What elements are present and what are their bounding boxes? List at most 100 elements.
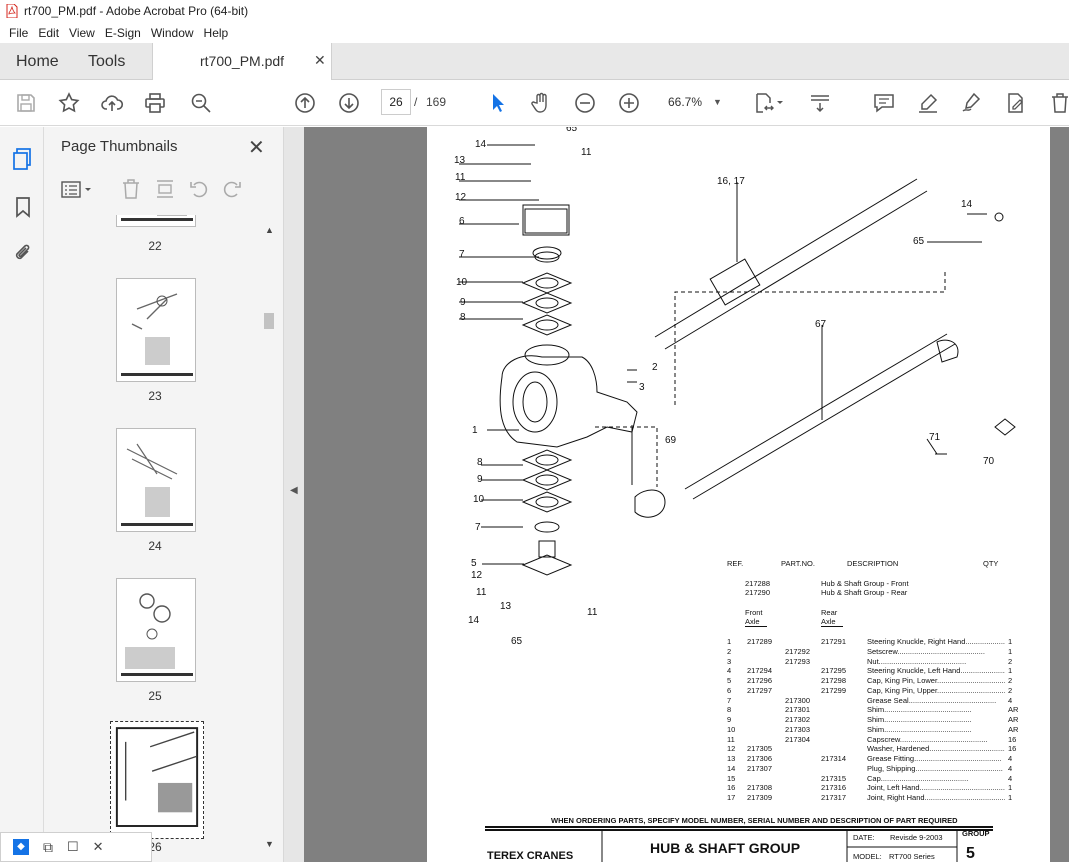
parts-row-qty: 1	[1008, 647, 1012, 656]
tab-document-label: rt700_PM.pdf	[200, 53, 284, 69]
rotate-right-icon[interactable]	[221, 177, 243, 201]
highlight-pen-icon[interactable]	[916, 91, 940, 115]
parts-row-qty: AR	[1008, 715, 1018, 724]
parts-row-desc: Grease Fitting..........................…	[867, 754, 1005, 763]
parts-row-qty: 4	[1008, 754, 1012, 763]
page-title: HUB & SHAFT GROUP	[650, 840, 800, 856]
hand-tool-icon[interactable]	[529, 91, 553, 115]
panel-toolbar	[44, 175, 284, 205]
tab-document[interactable]: rt700_PM.pdf ✕	[152, 43, 332, 81]
parts-row-desc: Steering Knuckle, Left Hand.............…	[867, 666, 1005, 675]
parts-row-ref: 14	[727, 764, 735, 773]
tab-home[interactable]: Home	[16, 43, 59, 80]
title-bar: rt700_PM.pdf - Adobe Acrobat Pro (64-bit…	[0, 0, 1069, 22]
footer-note: WHEN ORDERING PARTS, SPECIFY MODEL NUMBE…	[551, 816, 958, 825]
panel-collapse-bar[interactable]: ◀	[284, 127, 304, 862]
parts-row-desc: Grease Seal.............................…	[867, 696, 1005, 705]
parts-row-ref: 9	[727, 715, 731, 724]
collapse-arrow-icon[interactable]: ◀	[290, 485, 298, 496]
thumbnail-scrollbar[interactable]: ▲ ▼	[262, 219, 276, 859]
zoom-level-select[interactable]: 66.7% ▼	[655, 89, 730, 115]
page-fit-dropdown-icon[interactable]	[775, 91, 785, 115]
date-value: Revisde 9-2003	[890, 833, 943, 842]
toolbar	[0, 80, 1069, 126]
page-separator: /	[414, 95, 417, 109]
parts-row-ref: 5	[727, 676, 731, 685]
parts-row-ref: 10	[727, 725, 735, 734]
close-panel-icon[interactable]: ✕	[248, 135, 265, 160]
parts-row-desc: Washer, Hardened........................…	[867, 744, 1005, 753]
parts-row-qty: 1	[1008, 793, 1012, 802]
parts-row-ref: 13	[727, 754, 735, 763]
group-part: 217288	[745, 579, 770, 588]
tab-tools[interactable]: Tools	[88, 43, 125, 80]
parts-row-ref: 15	[727, 774, 735, 783]
panel-title: Page Thumbnails	[61, 138, 177, 155]
attachments-icon[interactable]	[11, 241, 35, 265]
parts-row-qty: 16	[1008, 744, 1016, 753]
parts-row-desc: Steering Knuckle, Right Hand............…	[867, 637, 1005, 646]
parts-row-mid: 217301	[785, 705, 810, 714]
rotate-left-icon[interactable]	[188, 177, 210, 201]
close-tab-icon[interactable]: ✕	[314, 52, 326, 69]
extract-page-icon[interactable]	[154, 177, 176, 201]
thumbnail-options-icon[interactable]	[61, 179, 95, 201]
bookmark-star-icon[interactable]	[57, 91, 81, 115]
parts-row-rear: 217315	[821, 774, 846, 783]
scroll-down-icon[interactable]: ▼	[265, 839, 274, 849]
thumbnail-page-24[interactable]	[116, 428, 196, 532]
parts-row-desc: Capscrew................................…	[867, 735, 1005, 744]
total-pages: 169	[426, 95, 446, 109]
model-value: RT700 Series	[889, 852, 935, 861]
zoom-in-icon[interactable]	[617, 91, 641, 115]
page-thumbnails-icon[interactable]	[11, 147, 35, 171]
menu-help[interactable]: Help	[199, 26, 234, 40]
thumbnail-label: 22	[135, 239, 175, 253]
parts-row-front: 217309	[747, 793, 772, 802]
parts-row-qty: 4	[1008, 696, 1012, 705]
parts-row-mid: 217300	[785, 696, 810, 705]
dropbox-icon[interactable]: ◆	[13, 839, 29, 855]
parts-row-mid: 217303	[785, 725, 810, 734]
current-page-input[interactable]: 26	[381, 89, 411, 115]
terex-logo: TEREX CRANES	[487, 850, 573, 862]
thumbnail-page-26-selected[interactable]	[110, 721, 204, 839]
parts-row-rear: 217291	[821, 637, 846, 646]
thumbnail-page-22[interactable]	[116, 215, 196, 227]
print-icon[interactable]	[143, 91, 167, 115]
header-description: DESCRIPTION	[847, 559, 898, 568]
save-icon[interactable]	[14, 91, 38, 115]
menu-edit[interactable]: Edit	[33, 26, 64, 40]
page-fit-icon[interactable]	[752, 91, 776, 115]
fill-sign-icon[interactable]	[960, 91, 984, 115]
delete-icon[interactable]	[1048, 91, 1069, 115]
parts-row-ref: 11	[727, 735, 735, 744]
scroll-up-icon[interactable]: ▲	[265, 225, 274, 235]
bookmarks-icon[interactable]	[11, 195, 35, 219]
close-window-icon[interactable]: ✕	[93, 839, 104, 855]
parts-row-mid: 217304	[785, 735, 810, 744]
maximize-window-icon[interactable]: ☐	[67, 839, 79, 855]
scrollbar-thumb[interactable]	[264, 313, 274, 329]
zoom-level-value: 66.7%	[668, 95, 702, 109]
parts-row-desc: Cap.....................................…	[867, 774, 1005, 783]
zoom-search-icon[interactable]	[189, 91, 213, 115]
cloud-upload-icon[interactable]	[100, 91, 124, 115]
scroll-mode-icon[interactable]	[808, 91, 832, 115]
comment-icon[interactable]	[872, 91, 896, 115]
zoom-out-icon[interactable]	[573, 91, 597, 115]
thumbnail-page-23[interactable]	[116, 278, 196, 382]
thumbnail-page-25[interactable]	[116, 578, 196, 682]
previous-page-icon[interactable]	[293, 91, 317, 115]
select-cursor-icon[interactable]	[486, 91, 510, 115]
menu-view[interactable]: View	[64, 26, 100, 40]
restore-window-icon[interactable]: ⧉	[43, 839, 53, 856]
menu-esign[interactable]: E-Sign	[100, 26, 146, 40]
delete-page-icon[interactable]	[120, 177, 142, 201]
edit-pdf-icon[interactable]	[1004, 91, 1028, 115]
window-title: rt700_PM.pdf - Adobe Acrobat Pro (64-bit…	[24, 4, 248, 18]
menu-window[interactable]: Window	[146, 26, 199, 40]
menu-file[interactable]: File	[4, 26, 33, 40]
parts-row-ref: 8	[727, 705, 731, 714]
next-page-icon[interactable]	[337, 91, 361, 115]
